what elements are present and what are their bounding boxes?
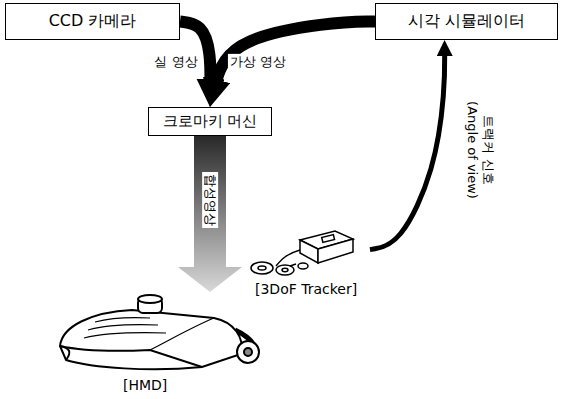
device-box: 시각 시뮬레이터 bbox=[375, 3, 558, 40]
device-box: 크로마키 머신 bbox=[148, 107, 272, 136]
edge-label: 가상 영상 bbox=[228, 54, 288, 70]
arrow-path bbox=[370, 48, 445, 250]
edge-label: 트랙커 신호 (Angle of view) bbox=[464, 96, 497, 205]
connector bbox=[178, 136, 242, 292]
edge-label: 합성영상 bbox=[202, 172, 218, 228]
figure-label: [3DoF Tracker] bbox=[255, 281, 357, 297]
box-label: CCD 카메라 bbox=[49, 11, 137, 32]
box-label: 시각 시뮬레이터 bbox=[408, 11, 525, 32]
tracker-figure: [3DoF Tracker] bbox=[245, 228, 370, 300]
hmd-illustration bbox=[60, 295, 259, 369]
edge-label: 실 영상 bbox=[152, 54, 199, 70]
connector bbox=[213, 22, 375, 94]
tracker-illustration bbox=[251, 231, 353, 275]
box-label: 크로마키 머신 bbox=[163, 112, 258, 131]
connector bbox=[370, 48, 445, 250]
arrow-shaft bbox=[194, 136, 226, 268]
figure-label: [HMD] bbox=[123, 377, 167, 393]
hmd-figure: [HMD] bbox=[55, 292, 260, 396]
arrow-head bbox=[178, 267, 242, 292]
arrow-path bbox=[213, 22, 375, 94]
device-box: CCD 카메라 bbox=[5, 3, 180, 40]
